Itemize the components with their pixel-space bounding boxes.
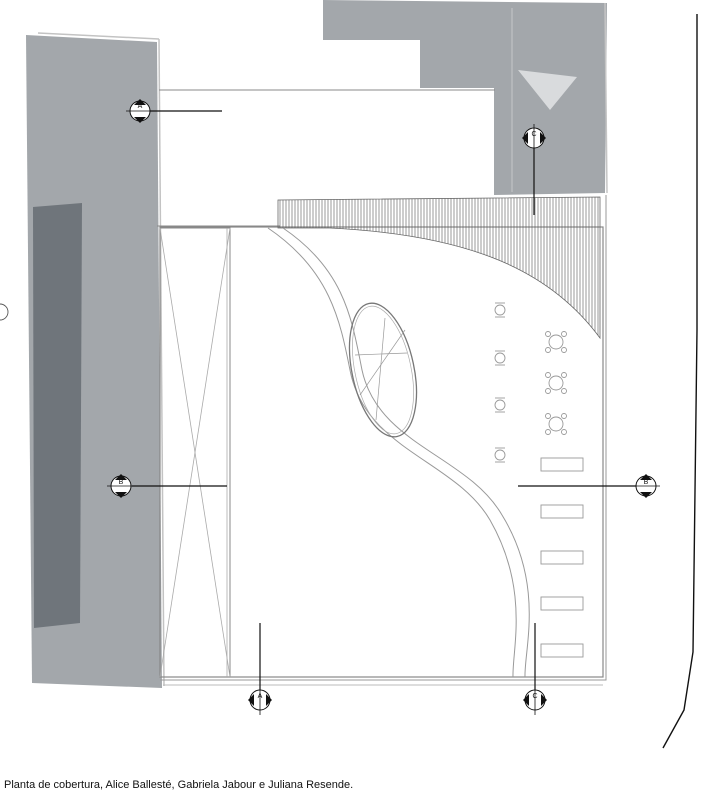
bench-icon	[540, 643, 584, 658]
section-marker-a-bottom: A	[248, 623, 272, 715]
roof-plan: A A B B C	[0, 0, 698, 749]
table-icon	[545, 372, 567, 394]
section-marker-b-right: B	[518, 474, 660, 498]
chair-icon	[494, 447, 506, 463]
left-building-dark-panel	[33, 203, 82, 628]
bench-icon	[540, 596, 584, 611]
section-label-a-top: A	[138, 103, 143, 110]
section-marker-a-top: A	[126, 99, 222, 123]
section-label-b-left: B	[119, 479, 124, 486]
section-marker-c-top: C	[522, 124, 546, 215]
table-icon	[545, 413, 567, 435]
section-label-c-bottom: C	[532, 693, 537, 700]
chair-icon	[494, 302, 506, 318]
section-label-c-top: C	[531, 131, 536, 138]
bench-icon	[540, 504, 584, 519]
benches	[540, 457, 584, 658]
pergola-roof	[277, 196, 601, 340]
stools	[494, 302, 506, 463]
section-label-a-bottom: A	[258, 693, 263, 700]
elliptical-skylight	[348, 302, 418, 438]
north-arrow-icon	[518, 70, 577, 110]
section-marker-b-left: B	[107, 474, 227, 498]
stair-void	[159, 227, 231, 678]
bench-icon	[540, 457, 584, 472]
bench-icon	[540, 550, 584, 565]
figure-caption: Planta de cobertura, Alice Ballesté, Gab…	[4, 779, 354, 791]
chair-icon	[494, 397, 506, 413]
section-label-b-right: B	[644, 479, 649, 486]
section-marker-c-bottom: C	[523, 623, 547, 715]
top-right-building	[323, 0, 607, 195]
street-edge	[662, 14, 698, 749]
site-outline	[159, 226, 604, 678]
chair-icon	[494, 350, 506, 366]
table-icon	[545, 331, 567, 353]
curved-path	[267, 227, 517, 678]
